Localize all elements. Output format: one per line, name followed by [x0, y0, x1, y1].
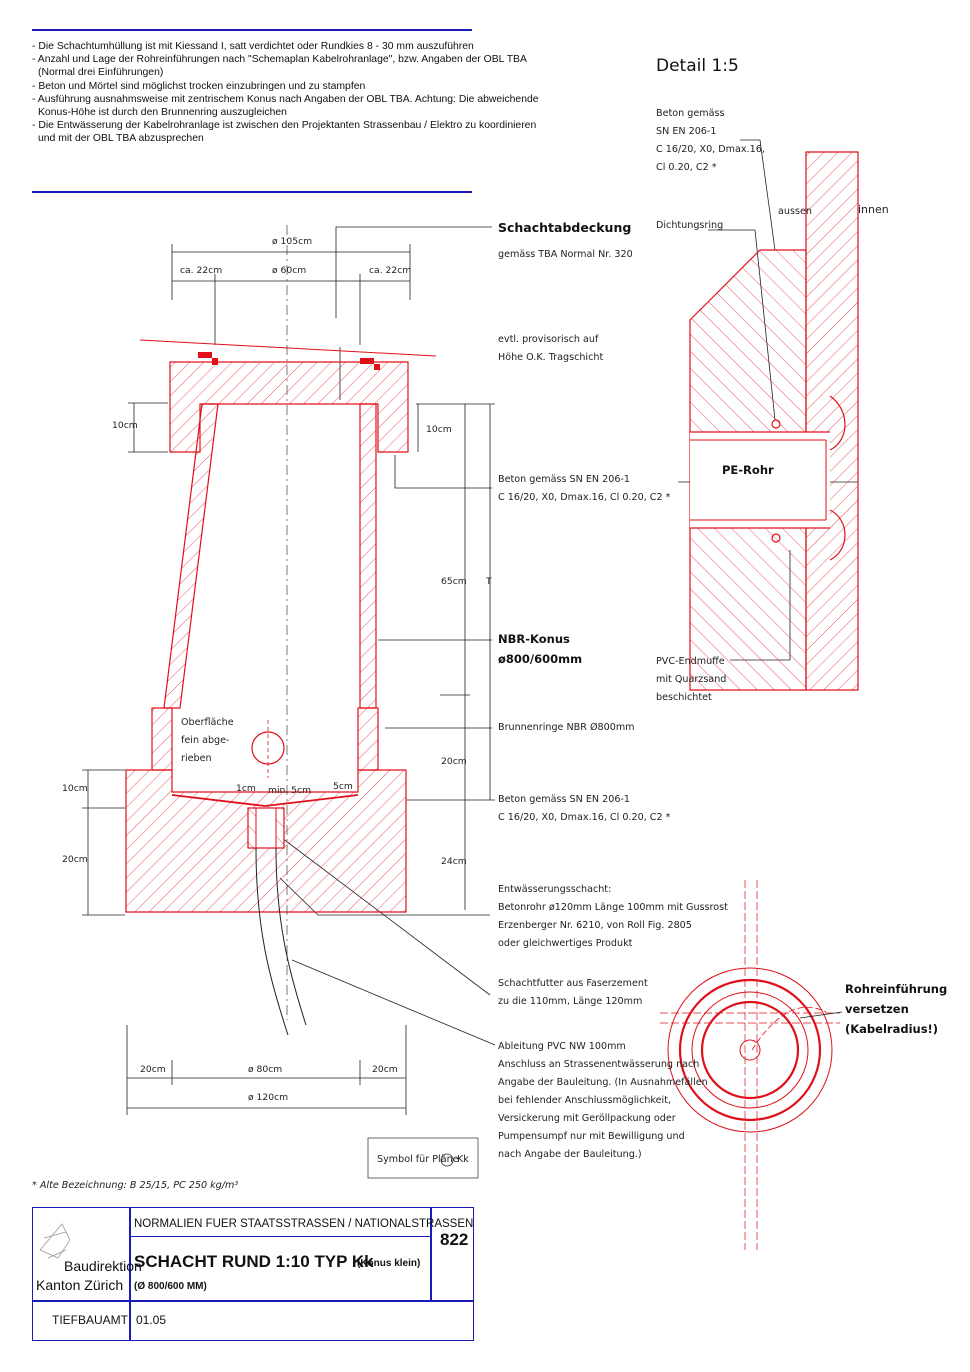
note-line: - Ausführung ausnahmsweise mit zentrisch… — [32, 93, 539, 105]
label-entwaesserung-4: oder gleichwertiges Produkt — [498, 938, 633, 949]
label-ableitung-3: Angabe der Bauleitung. (In Ausnahmefälle… — [498, 1077, 708, 1088]
dim-d105: ø 105cm — [272, 236, 313, 247]
drawing-title-note: (Konus klein) — [357, 1258, 421, 1269]
label-beton1-2: C 16/20, X0, Dmax.16, Cl 0.20, C2 * — [498, 492, 671, 503]
label-beton1-1: Beton gemäss SN EN 206-1 — [498, 474, 630, 485]
dim-w1cm: 1cm — [236, 783, 256, 794]
title-block-divider-v1 — [129, 1207, 131, 1340]
detail-pvc-2: mit Quarzsand — [656, 674, 727, 685]
dim-w5cm: 5cm — [333, 781, 353, 792]
detail-dichtungsring: Dichtungsring — [656, 220, 724, 231]
label-schachtfutter-2: zu die 110mm, Länge 120mm — [498, 996, 643, 1007]
detail-pvc-1: PVC-Endmuffe — [656, 656, 725, 667]
org-name-1: Baudirektion — [64, 1258, 142, 1274]
dim-d80: ø 80cm — [248, 1064, 283, 1075]
note-line: - Beton und Mörtel sind möglichst trocke… — [32, 80, 366, 92]
drawing-subtitle: (Ø 800/600 MM) — [134, 1281, 207, 1292]
dim-ca22-left: ca. 22cm — [180, 265, 223, 276]
label-entwaesserung-2: Betonrohr ø120mm Länge 100mm mit Gussros… — [498, 902, 728, 913]
dim-b20-right: 20cm — [372, 1064, 398, 1075]
label-nbr-konus: NBR-Konus — [498, 632, 570, 646]
detail-beton-4: Cl 0.20, C2 * — [656, 162, 717, 173]
dim-h20-ring: 20cm — [441, 756, 467, 767]
dim-t: T — [486, 576, 492, 587]
plan-leader — [799, 1011, 843, 1019]
detail-innen: innen — [858, 203, 889, 216]
detail-title: Detail 1:5 — [656, 56, 739, 76]
label-entwaesserung-3: Erzenberger Nr. 6210, von Roll Fig. 2805 — [498, 920, 692, 931]
note-line: - Anzahl und Lage der Rohreinführungen n… — [32, 54, 527, 66]
label-ableitung-6: Pumpensumpf nur mit Bewilligung und — [498, 1131, 685, 1142]
note-line: (Normal drei Einführungen) — [38, 67, 164, 79]
detail-beton-3: C 16/20, X0, Dmax.16, — [656, 144, 765, 155]
note-line: - Die Schachtumhüllung ist mit Kiessand … — [32, 41, 474, 52]
footnote: * Alte Bezeichnung: B 25/15, PC 250 kg/m… — [32, 1180, 239, 1191]
drawing-date: 01.05 — [136, 1313, 167, 1327]
label-beton2-2: C 16/20, X0, Dmax.16, Cl 0.20, C2 * — [498, 812, 671, 823]
detail-aussen: aussen — [778, 206, 812, 217]
org-name-2: Kanton Zürich — [36, 1277, 124, 1293]
note-line: Konus-Höhe ist durch den Brunnenring aus… — [38, 107, 287, 119]
detail-beton-2: SN EN 206-1 — [656, 126, 717, 137]
dim-b20-left: 20cm — [140, 1064, 166, 1075]
notes-rule-bottom — [32, 191, 472, 193]
dim-min5: min. 5cm — [268, 785, 312, 796]
note-line: und mit der OBL TBA abzusprechen — [38, 133, 204, 145]
detail-section — [689, 151, 859, 691]
general-notes: - Die Schachtumhüllung ist mit Kiessand … — [32, 40, 539, 146]
dim-h24: 24cm — [441, 856, 467, 867]
detail-beton-1: Beton gemäss — [656, 108, 725, 119]
notes-rule-top — [32, 29, 472, 31]
label-nbr-konus-size: ø800/600mm — [498, 652, 583, 666]
label-brunnenringe: Brunnenringe NBR Ø800mm — [498, 722, 635, 733]
dim-h65: 65cm — [441, 576, 467, 587]
dim-h10-base: 10cm — [62, 783, 88, 794]
label-oberflaeche-2: fein abge- — [181, 735, 230, 746]
dim-d120: ø 120cm — [248, 1092, 289, 1103]
detail-pvc-3: beschichtet — [656, 692, 712, 703]
label-ableitung-4: bei fehlender Anschlussmöglichkeit, — [498, 1095, 672, 1106]
shaft-section — [125, 225, 437, 1036]
drawing-number: 822 — [440, 1230, 469, 1249]
symbol-code: Kk — [457, 1154, 469, 1165]
label-oberflaeche-3: rieben — [181, 753, 212, 764]
label-provisorisch-1: evtl. provisorisch auf — [498, 334, 599, 345]
dim-h10-right: 10cm — [426, 424, 452, 435]
label-schachtabdeckung-sub: gemäss TBA Normal Nr. 320 — [498, 249, 633, 260]
label-ableitung-5: Versickerung mit Geröllpackung oder — [498, 1113, 676, 1124]
plan-label-1: Rohreinführung — [845, 982, 948, 996]
drawing-title: SCHACHT RUND 1:10 TYP Kk — [134, 1252, 374, 1271]
title-block-divider-h2 — [130, 1236, 430, 1237]
label-ableitung-7: nach Angabe der Bauleitung.) — [498, 1149, 642, 1160]
department: TIEFBAUAMT — [52, 1313, 129, 1327]
label-schachtabdeckung: Schachtabdeckung — [498, 220, 632, 235]
dim-h20-base: 20cm — [62, 854, 88, 865]
label-schachtfutter-1: Schachtfutter aus Faserzement — [498, 978, 648, 989]
dim-h10-left: 10cm — [112, 420, 138, 431]
label-beton2-1: Beton gemäss SN EN 206-1 — [498, 794, 630, 805]
note-line: - Die Entwässerung der Kabelrohranlage i… — [32, 120, 537, 132]
detail-pe-rohr: PE-Rohr — [722, 463, 774, 477]
title-block-divider-h1 — [32, 1300, 473, 1302]
standards-header: NORMALIEN FUER STAATSSTRASSEN / NATIONAL… — [134, 1218, 474, 1230]
dim-d60: ø 60cm — [272, 265, 307, 276]
title-block — [32, 1207, 474, 1341]
plan-label-2: versetzen — [845, 1002, 909, 1016]
label-provisorisch-2: Höhe O.K. Tragschicht — [498, 352, 604, 363]
plan-label-3: (Kabelradius!) — [845, 1022, 939, 1036]
label-ableitung-1: Ableitung PVC NW 100mm — [498, 1041, 626, 1052]
label-entwaesserung-1: Entwässerungsschacht: — [498, 884, 612, 895]
symbol-label: Symbol für Pläne — [377, 1154, 459, 1165]
label-oberflaeche-1: Oberfläche — [181, 717, 234, 728]
dim-ca22-right: ca. 22cm — [369, 265, 412, 276]
label-ableitung-2: Anschluss an Strassenentwässerung nach — [498, 1059, 700, 1070]
title-block-divider-v2 — [430, 1207, 432, 1301]
plan-view — [660, 880, 840, 1250]
